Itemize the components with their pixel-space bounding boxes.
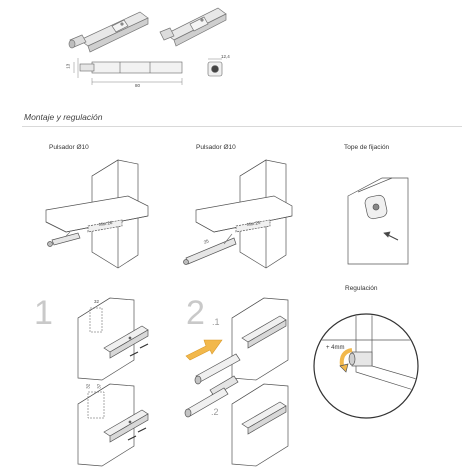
step-2-number: 2 bbox=[186, 294, 205, 332]
step-2-lower-diagram bbox=[184, 383, 289, 467]
panel-2-label: Pulsador Ø10 bbox=[196, 144, 236, 151]
section-divider bbox=[22, 126, 462, 127]
step-1-number: 1 bbox=[34, 294, 53, 332]
latch-render-2 bbox=[159, 7, 227, 47]
technical-side-view bbox=[73, 58, 183, 85]
regulation-detail bbox=[313, 313, 419, 419]
step-1-lower-diagram bbox=[77, 383, 149, 467]
product-drawings bbox=[68, 7, 227, 85]
step-2-upper-diagram bbox=[194, 297, 289, 401]
technical-end-view bbox=[207, 58, 223, 77]
panel-1-label: Pulsador Ø10 bbox=[49, 144, 89, 151]
latch-render-1 bbox=[68, 11, 149, 53]
panel-1-diagram bbox=[45, 159, 149, 269]
step-1-dim-1: 32 bbox=[94, 299, 100, 304]
direction-arrow-icon bbox=[185, 339, 223, 361]
section-title: Montaje y regulación bbox=[24, 112, 103, 122]
step-1-dim-3: 37 bbox=[96, 383, 102, 389]
dim-length: 80 bbox=[135, 83, 141, 88]
dim-width-small: 12,4 bbox=[221, 54, 230, 59]
panel-3-label: Tope de fijación bbox=[344, 144, 390, 151]
step-1-upper-diagram bbox=[77, 297, 149, 381]
panel-3-diagram bbox=[347, 177, 409, 265]
step-1-dim-2: 32 bbox=[85, 383, 91, 389]
panel-4-label: Regulación bbox=[345, 285, 378, 292]
step-2-sub-2: .2 bbox=[211, 407, 219, 417]
step-2-sub-1: .1 bbox=[212, 317, 220, 327]
regulation-adjust-label: + 4mm bbox=[326, 345, 345, 351]
panel-2-diagram bbox=[183, 159, 293, 269]
